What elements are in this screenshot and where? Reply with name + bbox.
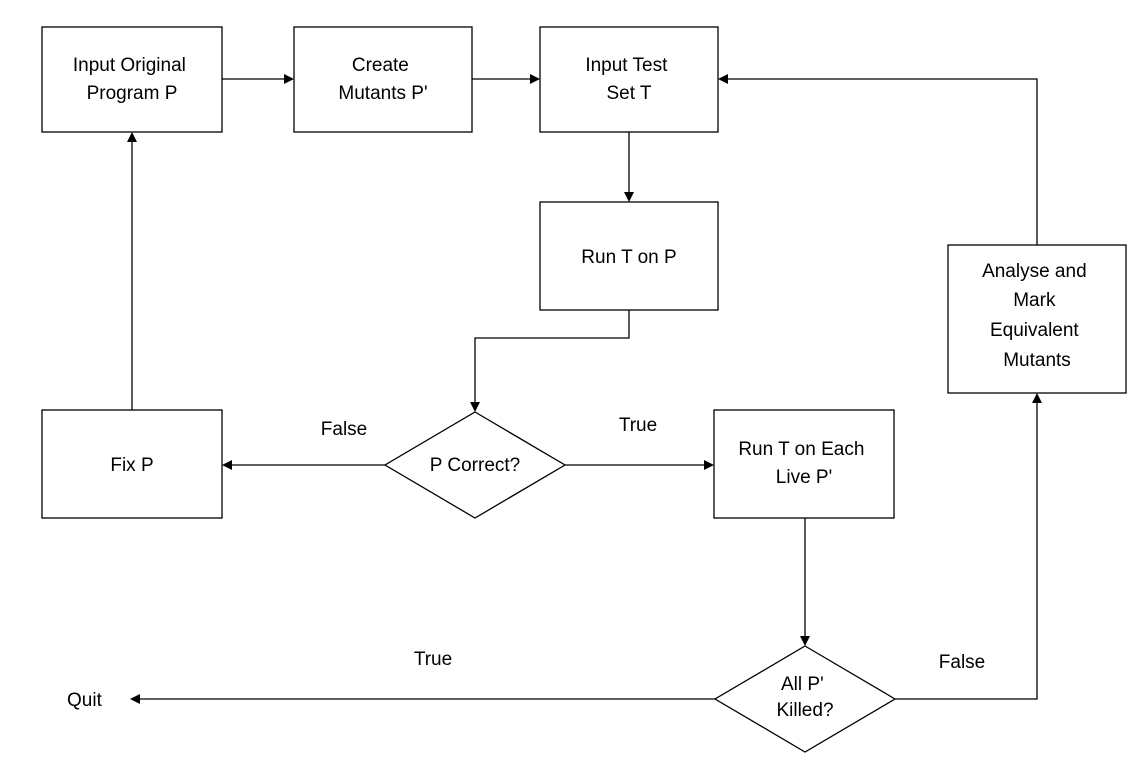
edge-label-p-correct-true: True [619,415,657,436]
label-line: Set T [606,83,651,104]
label-line: Live P' [776,467,832,488]
arrowhead [704,460,714,470]
arrowhead [127,132,137,142]
label-line: Input Test [585,55,668,76]
all-killed-decision [713,645,897,753]
edge-label-p-correct-false: False [321,419,367,440]
fix-p-box [41,409,223,519]
arrowhead [222,460,232,470]
arrowhead [470,402,480,412]
label-line: Program P [87,83,178,104]
edge-run-to-decision [474,310,630,404]
arrowhead [1032,393,1042,403]
label-line: Mutants P' [338,83,427,104]
run-t-on-each-live-box [713,409,895,519]
arrowhead [718,74,728,84]
edge-label-all-killed-false: False [939,652,985,673]
quit-label: Quit [67,690,103,711]
arrowhead [530,74,540,84]
arrowhead [130,694,140,704]
edge-label-all-killed-true: True [414,649,452,670]
label-line: Input Original [73,55,186,76]
p-correct-label: P Correct? [430,455,520,476]
create-mutants-label: Create Mutants P' [338,55,427,104]
arrowhead [800,636,810,646]
run-t-on-each-live-label: Run T on Each Live P' [738,439,869,488]
label-line: Mark [1013,290,1056,311]
all-killed-label: All P' Killed? [776,674,833,721]
input-test-set-label: Input Test Set T [585,55,672,104]
edge-analyse-to-testset [726,78,1038,245]
label-line: Equivalent [990,320,1079,341]
input-original-program-box [41,26,223,133]
create-mutants-box [293,26,473,133]
input-test-set-box [539,26,719,133]
fix-p-label: Fix P [110,455,153,476]
arrowhead [624,192,634,202]
run-t-on-p-box [539,201,719,311]
label-line: All P' [781,674,824,695]
label-line: Killed? [776,700,833,721]
p-correct-decision [383,411,567,519]
label-line: Mutants [1003,350,1071,371]
run-t-on-p-label: Run T on P [581,247,676,268]
input-original-program-label: Input Original Program P [73,55,191,104]
label-line: Analyse and [982,261,1087,282]
edge-killed-false-to-analyse [895,401,1038,700]
label-line: Create [352,55,409,76]
analyse-mark-equivalent-label: Analyse and Mark Equivalent Mutants [982,261,1092,371]
label-line: Run T on Each [738,439,864,460]
arrowhead [284,74,294,84]
